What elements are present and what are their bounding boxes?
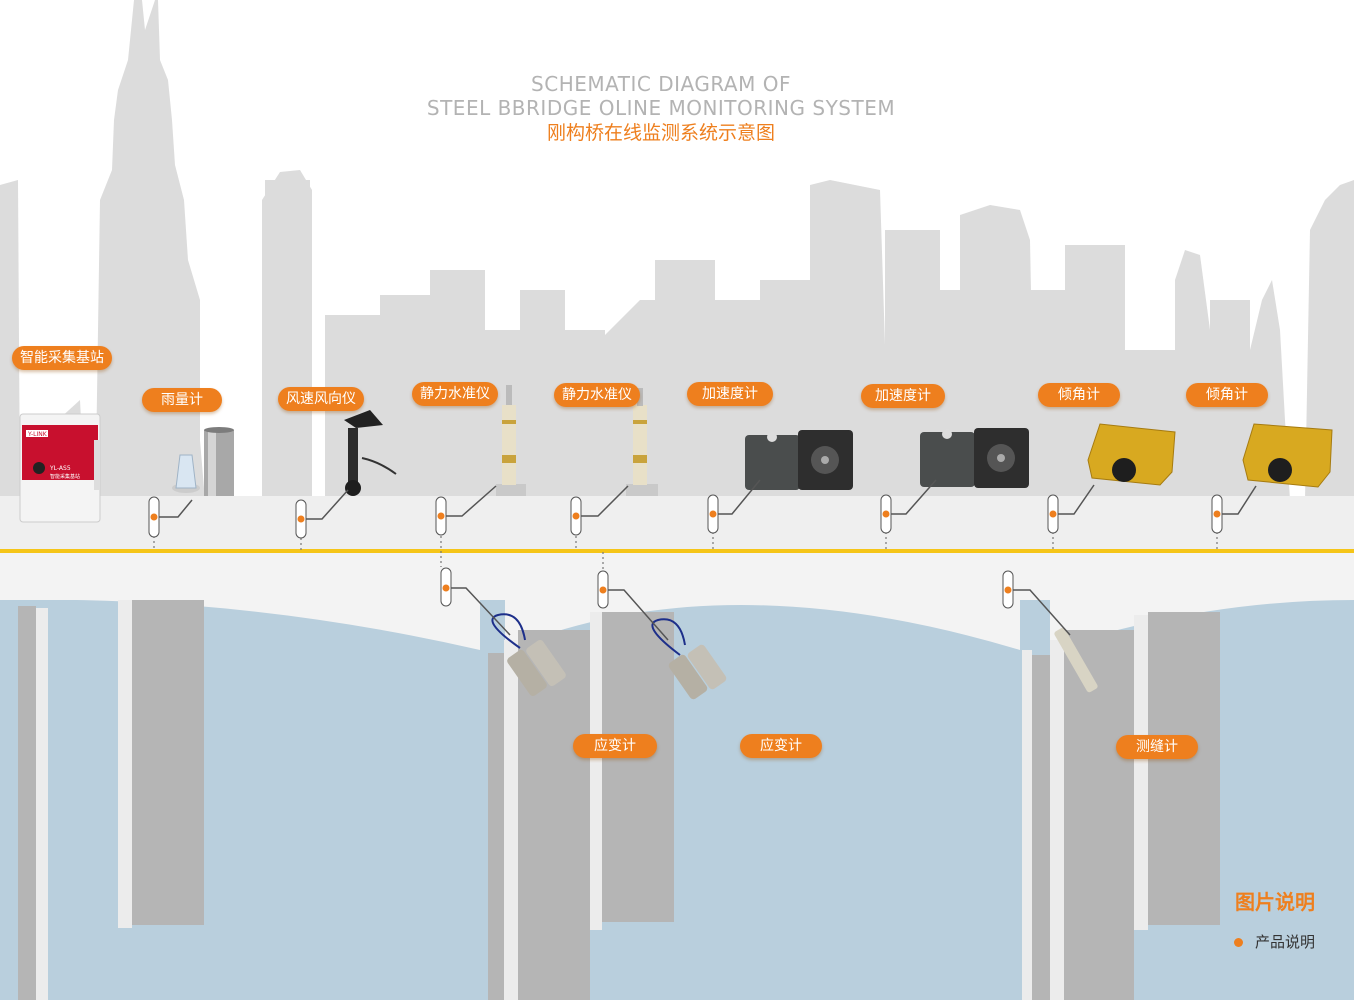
crack-meter-device bbox=[1054, 627, 1098, 693]
title-cn: 刚构桥在线监测系统示意图 bbox=[546, 122, 775, 144]
connector-pill-level-1 bbox=[435, 496, 447, 536]
connector-pill-strain-2 bbox=[597, 570, 609, 609]
connector-pill-level-2 bbox=[570, 496, 582, 536]
label-accelerometer-1: 加速度计 bbox=[687, 382, 773, 406]
arch-3 bbox=[1050, 600, 1354, 650]
arch-1 bbox=[0, 599, 480, 650]
static-level-device-2 bbox=[626, 388, 658, 496]
label-accelerometer-2: 加速度计 bbox=[861, 384, 945, 408]
label-static-level-1: 静力水准仪 bbox=[412, 382, 498, 406]
connector-cables bbox=[154, 479, 1257, 641]
anemometer-device bbox=[344, 410, 397, 496]
station-name-text: 智能采集基站 bbox=[50, 473, 80, 480]
label-base-station: 智能采集基站 bbox=[12, 346, 112, 370]
station-brand-text: Y-LINK bbox=[27, 431, 48, 438]
diagram-title: SCHEMATIC DIAGRAM OF STEEL BBRIDGE OLINE… bbox=[0, 72, 1322, 146]
piers bbox=[18, 600, 1220, 1000]
bridge-deck-top bbox=[0, 496, 1354, 551]
mounting-dots bbox=[153, 532, 1218, 570]
accelerometer-device-2 bbox=[920, 428, 1029, 488]
label-tilt-meter-2: 倾角计 bbox=[1186, 383, 1268, 407]
legend-bullet-icon bbox=[1234, 938, 1243, 947]
label-strain-gauge-2: 应变计 bbox=[740, 734, 822, 758]
rain-gauge-device bbox=[172, 427, 234, 496]
title-en-line-1: SCHEMATIC DIAGRAM OF bbox=[531, 72, 791, 96]
station-model-text: YL-AS5 bbox=[49, 465, 71, 472]
connector-pill-tilt-1 bbox=[1047, 494, 1059, 534]
connector-pill-rain bbox=[148, 496, 160, 538]
label-crack-meter: 测缝计 bbox=[1116, 735, 1198, 759]
title-en-line-2: STEEL BBRIDGE OLINE MONITORING SYSTEM bbox=[426, 96, 896, 120]
connector-pill-wind bbox=[295, 499, 307, 539]
connector-pill-crack bbox=[1002, 570, 1014, 609]
bridge-deck-underside bbox=[0, 553, 1354, 600]
strain-gauge-device-1 bbox=[491, 613, 566, 697]
label-tilt-meter-1: 倾角计 bbox=[1038, 383, 1120, 407]
tilt-meter-device-2 bbox=[1242, 423, 1333, 488]
static-level-device-1 bbox=[496, 385, 526, 496]
connector-pills bbox=[148, 494, 1223, 609]
label-rain-gauge: 雨量计 bbox=[142, 388, 222, 412]
label-static-level-2: 静力水准仪 bbox=[554, 383, 640, 407]
label-anemometer: 风速风向仪 bbox=[278, 387, 364, 411]
connector-pill-accel-1 bbox=[707, 494, 719, 534]
connector-pill-tilt-2 bbox=[1211, 494, 1223, 534]
accelerometer-device-1 bbox=[745, 430, 853, 490]
connector-pill-accel-2 bbox=[880, 494, 892, 534]
tilt-meter-device-1 bbox=[1087, 423, 1176, 486]
strain-gauge-device-2 bbox=[651, 618, 727, 700]
legend-item: 产品说明 bbox=[1255, 933, 1316, 951]
legend-title: 图片说明 bbox=[1235, 890, 1315, 914]
yellow-line bbox=[0, 549, 1354, 553]
label-strain-gauge-1: 应变计 bbox=[573, 734, 657, 758]
connector-pill-strain-1 bbox=[440, 567, 452, 607]
base-station-device: Y-LINK YL-AS5 智能采集基站 bbox=[19, 413, 101, 523]
